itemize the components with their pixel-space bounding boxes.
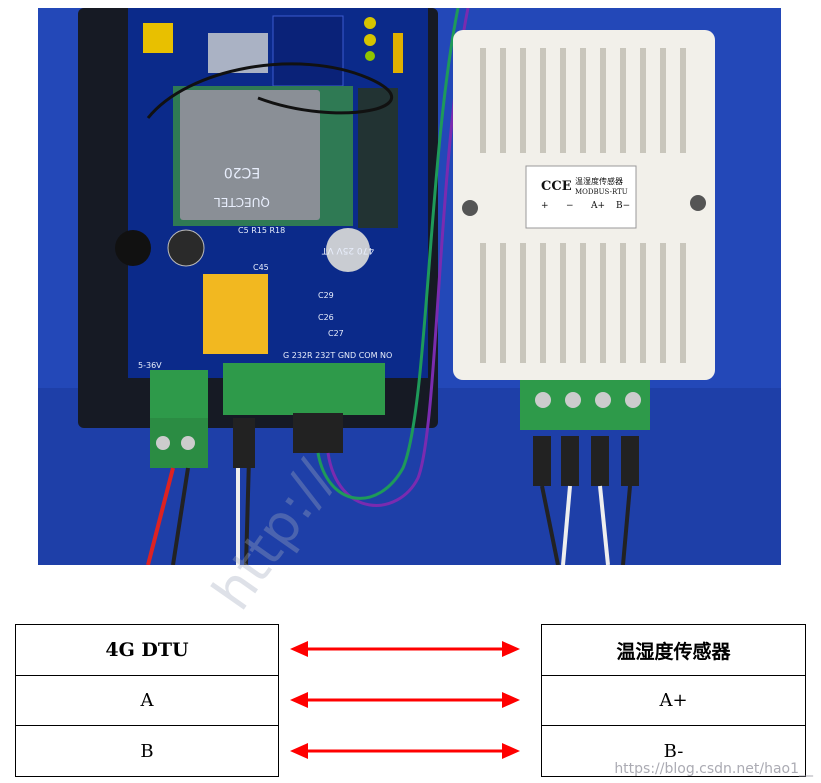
sensor-terminal-b: B−: [616, 201, 630, 211]
sensor-label: [525, 165, 637, 229]
sensor-title: 温湿度传感器: [575, 176, 623, 186]
svg-text:C27: C27: [328, 329, 344, 338]
sensor-terminal-a: A+: [590, 201, 605, 211]
module-brand: QUECTEL: [214, 195, 270, 209]
hardware-illustration: EC20 QUECTEL 470 25V VT C5 R15 R18 C45 C…: [38, 8, 781, 565]
electrolytic-capacitor: [326, 228, 370, 272]
sensor-pin-b: B-: [541, 725, 806, 777]
svg-text:C45: C45: [253, 263, 269, 272]
svg-text:C5 R15 R18: C5 R15 R18: [238, 226, 285, 235]
sensor-pin-a: A+: [541, 675, 806, 726]
b-link-arrow: [290, 743, 520, 759]
header-link-arrow: [290, 641, 520, 657]
power-label: 5-36V: [138, 361, 162, 370]
hardware-photo: EC20 QUECTEL 470 25V VT C5 R15 R18 C45 C…: [38, 8, 781, 565]
svg-text:C26: C26: [318, 313, 334, 322]
dtu-pin-a: A: [15, 675, 279, 726]
sensor-protocol: MODBUS-RTU: [575, 188, 628, 196]
dtu-pin-b: B: [15, 725, 279, 777]
signal-terminal: [223, 363, 385, 415]
ec20-module: [180, 90, 320, 220]
sensor-brand: CCE: [541, 179, 572, 194]
capacitor-text: 470 25V VT: [321, 245, 374, 255]
a-link-arrow: [290, 692, 520, 708]
relay: [203, 274, 268, 354]
sensor-terminal-minus: −: [566, 201, 574, 211]
module-text: EC20: [224, 164, 260, 180]
terminal-silk: G 232R 232T GND COM NO: [283, 351, 392, 360]
sensor-header: 温湿度传感器: [541, 624, 806, 676]
dtu-header: 4G DTU: [15, 624, 279, 676]
svg-text:C29: C29: [318, 291, 334, 300]
sensor-terminal-plus: +: [541, 201, 549, 211]
power-terminal: [150, 370, 208, 418]
